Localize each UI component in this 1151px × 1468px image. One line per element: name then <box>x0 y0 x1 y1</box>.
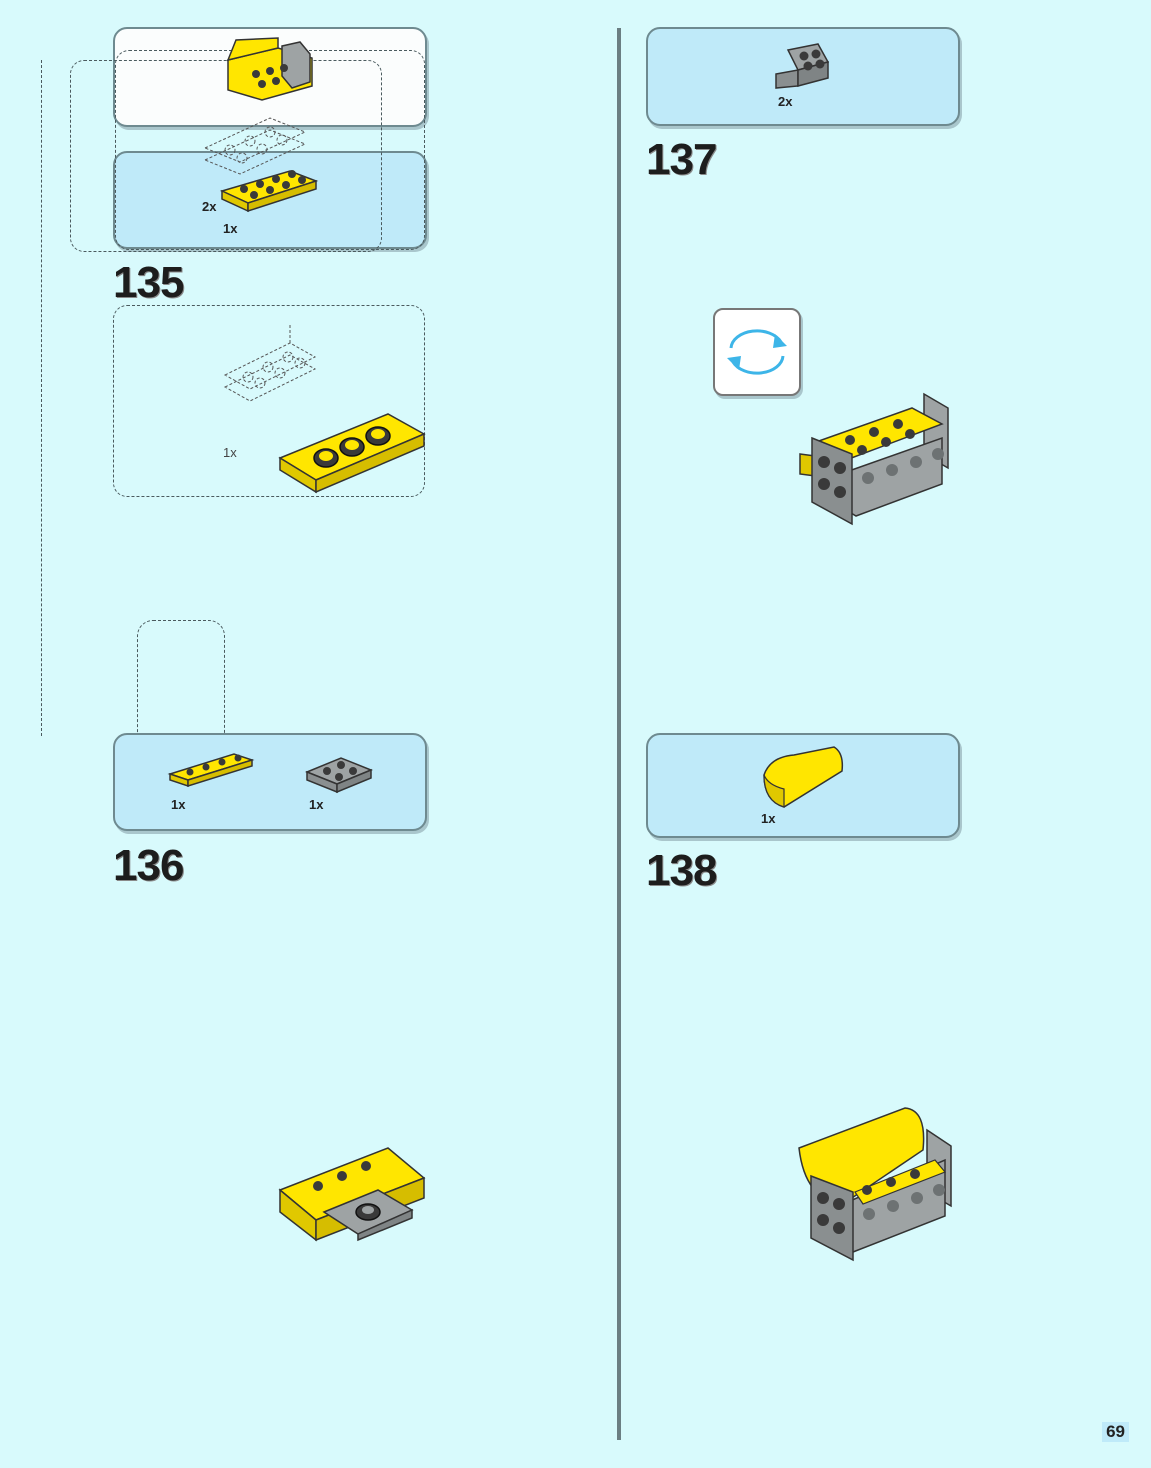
ghost-subassembly-box <box>113 305 425 497</box>
part-quantity: 2x <box>778 94 793 109</box>
step-138-build-image <box>798 1107 952 1262</box>
part-quantity: 1x <box>223 445 237 460</box>
rotate-model-icon <box>713 308 801 396</box>
step-137-build-image <box>799 392 949 526</box>
part-plate-1x4-yellow <box>167 753 255 788</box>
part-quantity: 1x <box>761 811 776 826</box>
ghost-callout-box <box>70 60 382 252</box>
step-number: 138 <box>646 846 717 895</box>
part-quantity: 1x <box>171 797 186 812</box>
part-plate-1x3-yellow <box>278 413 426 494</box>
part-bracket-gray <box>775 43 830 89</box>
part-curved-slope-yellow <box>763 746 844 808</box>
part-plate-2x4-yellow <box>219 170 319 213</box>
step-number: 137 <box>646 135 717 184</box>
column-divider <box>617 28 621 1440</box>
part-quantity: 2x <box>202 199 217 214</box>
ghost-connector-box <box>137 620 225 737</box>
step-136-build-image <box>278 1147 426 1242</box>
step-number: 135 <box>113 258 184 307</box>
part-quantity: 1x <box>309 797 324 812</box>
callout-guide-line <box>41 60 42 736</box>
ghost-exploded-plate <box>223 325 317 402</box>
submodel-assembly-image <box>226 37 313 101</box>
page-number: 69 <box>1102 1422 1129 1442</box>
ghost-exploded-parts <box>203 117 307 175</box>
part-plate-2x2-gray <box>305 757 373 794</box>
parts-panel-136 <box>113 733 427 831</box>
part-quantity: 1x <box>223 221 238 236</box>
step-number: 136 <box>113 841 184 890</box>
